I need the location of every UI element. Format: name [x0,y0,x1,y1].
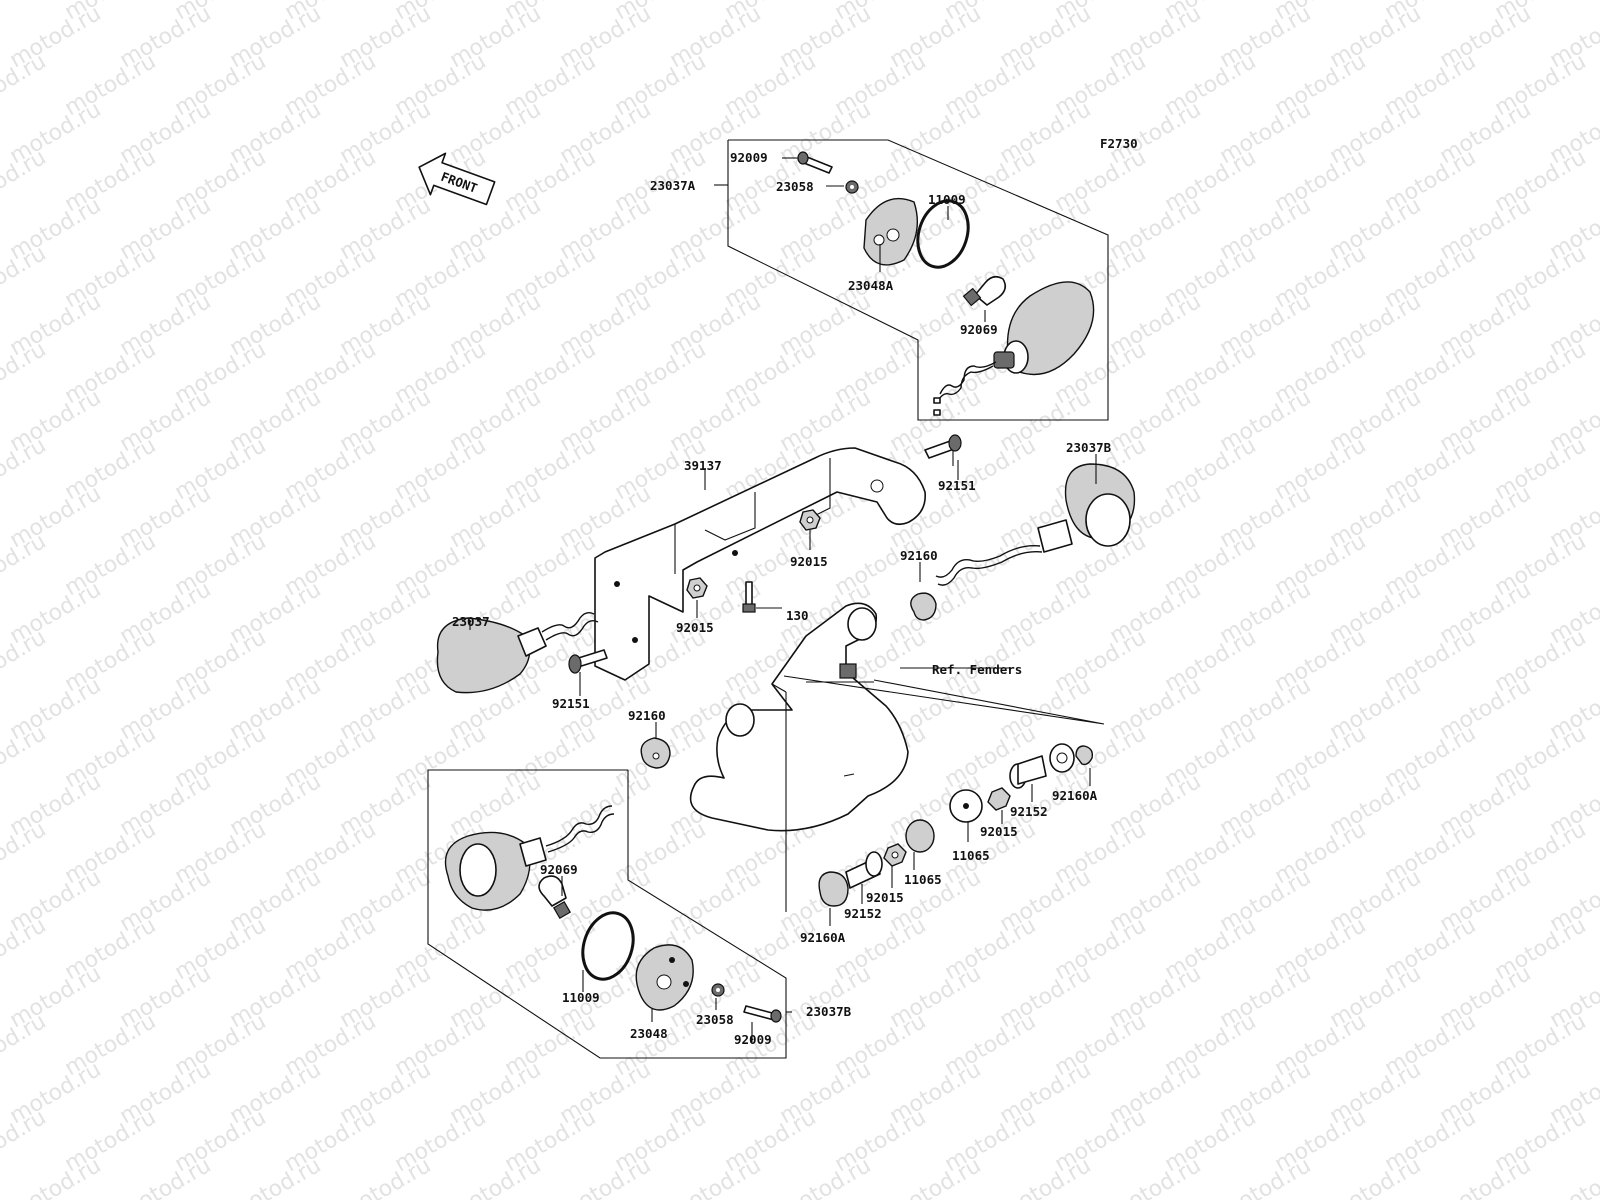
label-92152-bottom: 92152 [844,906,882,921]
label-92069-bottom: 92069 [540,862,578,877]
label-92151-left: 92151 [552,696,590,711]
bolt-92151-right [924,434,962,466]
damper-92160-left [640,737,671,769]
bracket-39137 [594,447,926,681]
label-92160A-bottom: 92160A [800,930,846,945]
watermark-text: motod.ru [0,721,50,793]
assembly-outline-23037B [427,769,787,1059]
nut-92015-left [686,577,708,599]
nut-92015-mid [799,509,821,531]
lens-cover-23048A [863,197,918,266]
label-23058-top: 23058 [776,179,814,194]
damper-92160A-bottom [818,871,849,907]
nut-92015-lower [883,843,907,867]
lamp-23037 [436,611,599,694]
label-92009-top: 92009 [730,150,768,165]
label-23058-bottom: 23058 [696,1012,734,1027]
label-11065-lower: 11065 [904,872,942,887]
damper-92160A-right [1049,743,1094,773]
fender-frame [689,602,909,832]
watermark-text: motod.ru [1546,1153,1600,1200]
label-92152-right: 92152 [1010,804,1048,819]
lamp-housing-23037B-bottom [444,805,615,911]
figure-code: F2730 [1100,136,1138,151]
label-92160-upper: 92160 [900,548,938,563]
watermark-text: motod.ru [0,913,50,985]
screw-92009-top [797,151,833,174]
watermark-text: motod.ru [0,1009,50,1081]
damper-92160-upper [910,592,937,621]
bulb-92069-bottom [538,875,572,920]
nut-23058-top [845,180,859,194]
watermark-text: motod.ru [776,1153,876,1200]
label-11009-bottom: 11009 [562,990,600,1005]
label-23037: 23037 [452,614,490,629]
label-92151-right: 92151 [938,478,976,493]
watermark-text: motod.ru [0,625,50,697]
watermark-text: motod.ru [886,1153,986,1200]
label-23048A: 23048A [848,278,894,293]
watermark-text: motod.ru [226,1153,326,1200]
watermark-text: motod.ru [0,145,50,217]
collar-92152-bottom [845,851,883,889]
label-92015-lower: 92015 [866,890,904,905]
gasket-11009-top [916,199,970,269]
watermark-text: motod.ru [666,1153,766,1200]
label-92069-top: 92069 [960,322,998,337]
watermark-text: motod.ru [336,1153,436,1200]
label-92160A-right: 92160A [1052,788,1098,803]
label-92160-left: 92160 [628,708,666,723]
label-39137: 39137 [684,458,722,473]
label-23048: 23048 [630,1026,668,1041]
watermark-text: motod.ru [6,1153,106,1200]
label-23037B-bottom: 23037B [806,1004,852,1019]
bulb-92069-top [962,275,1007,307]
label-92009-bottom: 92009 [734,1032,772,1047]
watermark-text: motod.ru [1436,1153,1536,1200]
bolt-92151-left [568,649,608,674]
bolt-130 [742,581,782,613]
watermark-text: motod.ru [0,817,50,889]
watermark-text: motod.ru [556,1153,656,1200]
watermark-text: motod.ru [0,49,50,121]
label-92015-mid: 92015 [790,554,828,569]
watermark-text: motod.ru [0,0,50,25]
watermark-text: motod.ru [0,433,50,505]
leader-lines [469,157,1097,1042]
nut-92015-right [987,787,1011,811]
nut-23058-bottom [711,983,725,997]
assembly-outline-23037A [727,139,1109,421]
label-11065-upper: 11065 [952,848,990,863]
label-ref-fenders: Ref. Fenders [932,662,1022,677]
watermark-text: motod.ru [116,1153,216,1200]
front-arrow-icon: FRONT [418,152,496,206]
watermark-text: motod.ru [1326,1153,1426,1200]
lens-cover-23048 [635,944,694,1011]
screw-92009-bottom [743,1005,782,1023]
label-11009-top: 11009 [928,192,966,207]
watermark-text: motod.ru [0,241,50,313]
label-92015-left: 92015 [676,620,714,635]
label-23037A: 23037A [650,178,696,193]
label-92015-right: 92015 [980,824,1018,839]
watermark-text: motod.ru [1216,1153,1316,1200]
cap-11065-lower [905,819,935,853]
watermark-text: motod.ru [1106,1153,1206,1200]
collar-92152-right [1009,755,1047,789]
watermark-text: motod.ru [996,1153,1096,1200]
lamp-housing-23037A [933,281,1095,416]
label-23037B-right: 23037B [1066,440,1112,455]
label-130: 130 [786,608,809,623]
watermark-text: motod.ru [446,1153,546,1200]
cap-11065-upper [949,789,983,823]
watermark-text: motod.ru [0,1105,50,1177]
gasket-11009-bottom [581,911,635,981]
watermark-text: motod.ru [0,337,50,409]
lamp-23037B-right [935,463,1136,586]
leader-ref-fenders [771,667,1105,912]
part-labels: 92009 23037A 23058 11009 23048A 92069 39… [452,150,1112,1047]
watermark-text: motod.ru [0,529,50,601]
